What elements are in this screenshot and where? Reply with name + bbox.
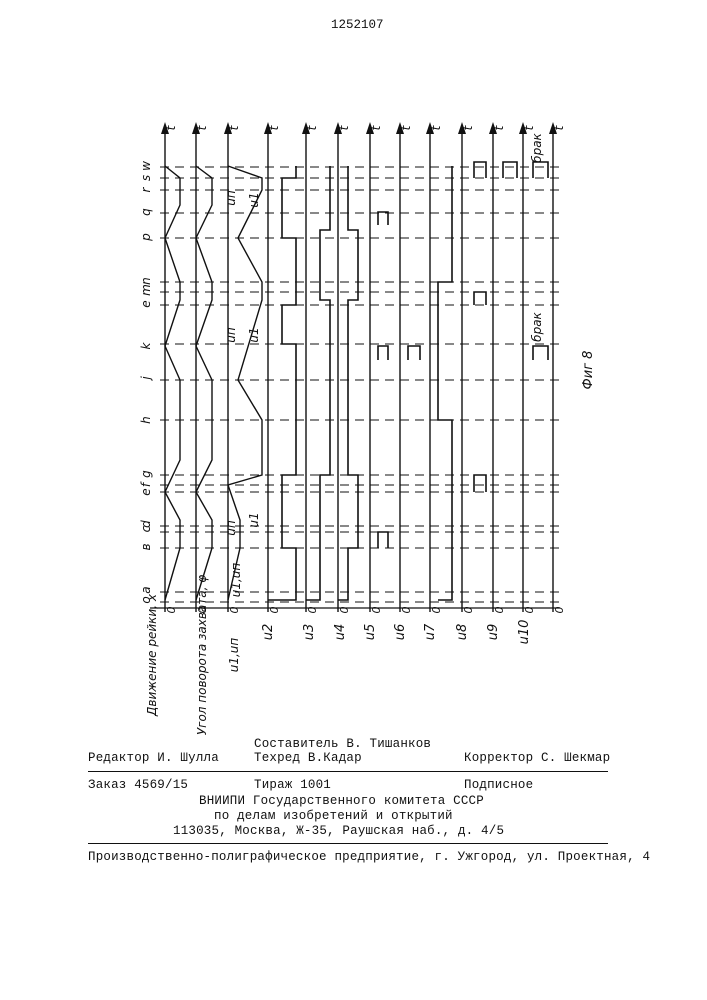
zero-label: 0 [523, 607, 536, 614]
u8-pulse-1 [474, 475, 486, 492]
zero-label: 0 [306, 607, 319, 614]
time-axis-label: t [522, 124, 536, 130]
zero-label: 0 [400, 607, 413, 614]
organization-line-1: ВНИИПИ Государственного комитета СССР [199, 794, 484, 808]
phase-label: s [139, 175, 153, 181]
u8-pulse-2 [474, 292, 486, 305]
order-line: Заказ 4569/15 [88, 778, 188, 792]
editor-line: Редактор И. Шулла [88, 751, 219, 765]
time-axis-label: t [369, 124, 383, 130]
zero-label: 0 [268, 607, 281, 614]
figure-caption: Фиг 8 [581, 351, 596, 390]
u6-pulse [408, 346, 420, 360]
phase-label: f [139, 481, 153, 487]
zero-label: 0 [430, 607, 443, 614]
u2-signal [268, 166, 296, 600]
u10-pulse-1 [533, 346, 548, 360]
signal-label: u6 [393, 624, 408, 641]
u5-pulse-3 [378, 212, 388, 225]
address-line: 113035, Москва, Ж-35, Раушская наб., д. … [173, 824, 504, 838]
phase-label: j [139, 376, 153, 382]
phase-label: в [139, 543, 153, 550]
phase-label: a [139, 586, 153, 593]
signal-label: u4 [333, 624, 348, 641]
signal-label: u7 [423, 623, 438, 640]
zero-label: 0 [338, 607, 351, 614]
time-axis-label: t [399, 124, 413, 130]
compiler-line: Составитель В. Тишанков [254, 737, 431, 751]
phase-label: p [139, 233, 153, 242]
time-axis-label: t [227, 124, 241, 130]
signal-label: u9 [486, 624, 501, 641]
phase-label: q [139, 208, 153, 216]
signal-label: u10 [517, 620, 532, 645]
row-axis-label: Угол поворота захвата, φ [195, 575, 209, 735]
phase-label: n [139, 277, 153, 285]
footer-rule-top [88, 771, 608, 772]
time-axis-label: t [164, 124, 178, 130]
curve-label-u1un: u1,uп [229, 563, 243, 598]
circulation-line: Тираж 1001 [254, 778, 331, 792]
time-axis-label: t [552, 124, 566, 130]
u8-pulse-3 [474, 162, 486, 178]
zero-label: 0 [165, 607, 178, 614]
time-axis-label: t [267, 124, 281, 130]
time-axis-label: t [429, 124, 443, 130]
corrector-line: Корректор С. Шекмар [464, 751, 610, 765]
time-axis-label: t [492, 124, 506, 130]
curve-label-un: uп [224, 190, 238, 206]
u9-pulse [503, 162, 517, 178]
footer-rule-bottom [88, 843, 608, 844]
zero-label: 0 [553, 607, 566, 614]
printer-line: Производственно-полиграфическое предприя… [88, 850, 650, 864]
zero-label: 0 [493, 607, 506, 614]
subscription-line: Подписное [464, 778, 533, 792]
zero-label: 0 [462, 607, 475, 614]
row-axis-label: u1,uп [227, 638, 241, 673]
curve-label-un: uп [224, 520, 238, 536]
time-axis-label: t [337, 124, 351, 130]
phase-label: e [139, 300, 153, 307]
u10-pulse-2 [533, 162, 548, 178]
signal-label: u2 [261, 624, 276, 641]
phase-label: e [139, 488, 153, 495]
signal-label: u3 [302, 624, 317, 641]
phase-label: r [139, 186, 153, 192]
time-axis-label: t [305, 124, 319, 130]
phase-label: d [139, 520, 153, 528]
curve-label-u1: u1 [247, 327, 261, 342]
rack-movement-curve [165, 166, 180, 600]
rotation-angle-curve [196, 166, 212, 600]
phase-label: h [139, 416, 153, 424]
techred-line: Техред В.Кадар [254, 751, 362, 765]
signal-label: u5 [363, 624, 378, 641]
zero-label: 0 [228, 607, 241, 614]
u3-signal [306, 166, 330, 600]
u5-pulse-2 [378, 346, 388, 360]
zero-label: 0 [370, 607, 383, 614]
defect-label: брак [530, 132, 544, 162]
u7-signal [438, 166, 452, 600]
u5-pulse-1 [378, 532, 388, 548]
time-axis-label: t [461, 124, 475, 130]
phase-label: m [139, 284, 153, 296]
row-axis-label: Движение рейки, x [145, 593, 159, 717]
time-axis-label: t [195, 124, 209, 130]
defect-label: брак [530, 311, 544, 341]
curve-label-u1: u1 [247, 192, 261, 207]
phase-label: g [139, 470, 153, 478]
u4-signal [338, 166, 358, 600]
signal-label: u8 [455, 624, 470, 641]
phase-label: k [139, 341, 153, 349]
curve-label-un: uп [224, 327, 238, 343]
organization-line-2: по делам изобретений и открытий [214, 809, 453, 823]
curve-label-u1: u1 [247, 512, 261, 527]
phase-label: w [139, 161, 153, 171]
